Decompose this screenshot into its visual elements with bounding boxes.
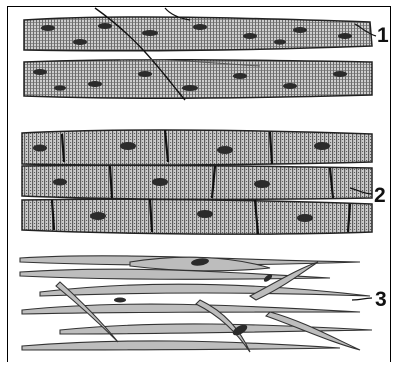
label-skeletal: 1 — [377, 25, 389, 46]
skeletal-fiber-bottom — [24, 60, 372, 99]
skeletal-muscle-group — [24, 8, 376, 100]
label-cardiac: 2 — [374, 185, 386, 206]
cardiac-cells-row-3 — [22, 199, 372, 234]
leader-line-3 — [352, 298, 372, 300]
cardiac-cells-row-2 — [22, 165, 372, 199]
smooth-muscle-fibers — [20, 256, 372, 352]
smooth-muscle-group — [20, 256, 372, 352]
label-smooth: 3 — [375, 289, 387, 310]
skeletal-fiber-top — [24, 17, 372, 51]
cardiac-muscle-group — [22, 130, 372, 234]
